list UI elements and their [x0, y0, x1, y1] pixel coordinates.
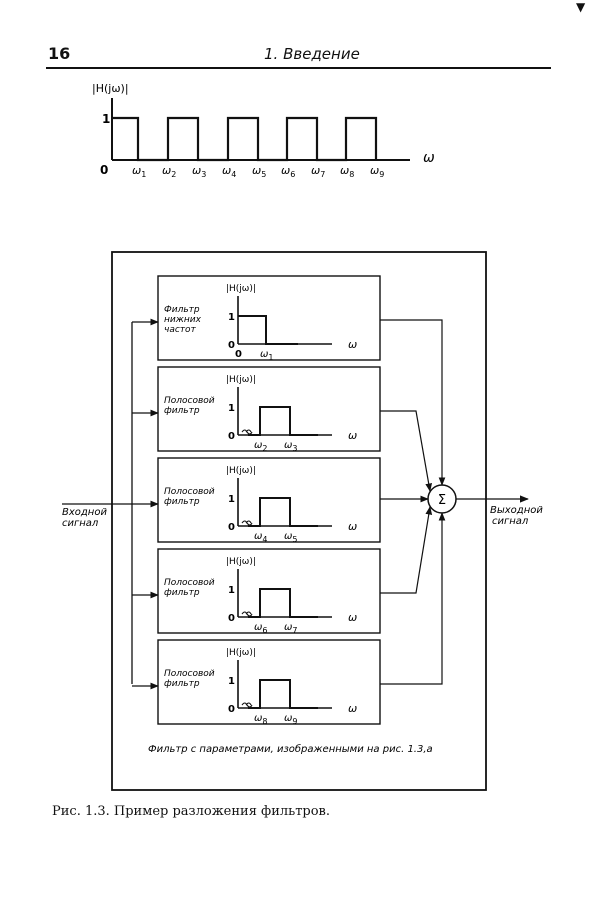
filter-xlabel: ω [348, 520, 357, 533]
running-head: 1. Введение [264, 45, 360, 63]
figure-a-tick-label: ω9 [370, 164, 384, 178]
figure-a-tick-label: ω4 [222, 164, 236, 178]
filter-y-zero: 0 [228, 704, 235, 715]
corner-mark: ▼ [576, 0, 586, 14]
filter-response [248, 588, 318, 618]
sum-symbol: Σ [438, 493, 446, 508]
filter-name: фильтр [164, 406, 200, 416]
figure-a-xlabel: ω [423, 150, 435, 166]
filter-band-low-label: ω6 [254, 622, 267, 635]
filter-band-high-label: ω7 [284, 622, 297, 635]
filter-ylabel: |H(jω)| [226, 466, 256, 476]
output-label-line1: Выходной [490, 505, 543, 516]
filter-xlabel: ω [348, 702, 357, 715]
page-number: 16 [48, 44, 71, 63]
filter-y-zero: 0 [228, 340, 235, 351]
outer-filter-frame [111, 251, 487, 791]
filter-y-one: 1 [228, 312, 235, 323]
filter-name: Полосовой [164, 578, 215, 588]
filter-response [248, 497, 318, 527]
figure-a-response-curve [112, 116, 378, 162]
filter-box [157, 639, 381, 725]
figure-a-tick-label: ω3 [192, 164, 206, 178]
filter-output-arrow [380, 410, 433, 492]
figure-b-footnote: Фильтр с параметрами, изображенными на р… [148, 743, 433, 755]
filter-ylabel: |H(jω)| [226, 648, 256, 658]
filter-y-one: 1 [228, 494, 235, 505]
figure-caption: Рис. 1.3. Пример разложения фильтров. [52, 804, 331, 819]
filter-band-high-label: ω3 [284, 440, 297, 453]
axis-break-mark [241, 702, 253, 708]
figure-a-tick-label: ω7 [311, 164, 325, 178]
filter-ylabel: |H(jω)| [226, 557, 256, 567]
filter-y-one: 1 [228, 403, 235, 414]
figure-a-y-one: 1 [102, 112, 110, 126]
filter-output-arrow [380, 319, 446, 486]
filter-response [248, 406, 318, 436]
filter-y-zero: 0 [228, 431, 235, 442]
figure-a-origin: 0 [100, 163, 108, 177]
axis-break-mark [241, 520, 253, 526]
figure-a-tick-label: ω8 [340, 164, 354, 178]
figure-b-filter-bank: Входной сигнал Σ Выходной сигнал Фильтрн… [62, 251, 543, 791]
filter-xlabel: ω [348, 611, 357, 624]
filter-xlabel: ω [348, 338, 357, 351]
filter-y-zero: 0 [228, 522, 235, 533]
header-rule [46, 67, 551, 69]
filter-box [157, 457, 381, 543]
filter-name: фильтр [164, 497, 200, 507]
input-label-line1: Входной [62, 507, 107, 518]
filter-box [157, 275, 381, 361]
filter-xlabel: ω [348, 429, 357, 442]
filter-name: фильтр [164, 679, 200, 689]
output-label-line2: сигнал [492, 516, 529, 527]
filter-name: Фильтр [164, 305, 200, 315]
filter-band-high-label: ω9 [284, 713, 297, 726]
filter-band-low-label: ω4 [254, 531, 267, 544]
filter-origin: 0 [235, 349, 242, 360]
filter-response [238, 315, 298, 345]
figure-a-multiband-response: |H(jω)| 1 0 ω ω1 ω2 ω3 ω4 ω5 ω6 ω7 ω8 ω9 [92, 82, 435, 178]
filter-band-high-label: ω5 [284, 531, 297, 544]
filter-name: Полосовой [164, 396, 215, 406]
filter-name: Полосовой [164, 669, 215, 679]
figure-a-tick-label: ω2 [162, 164, 176, 178]
filter-y-one: 1 [228, 585, 235, 596]
filter-name: фильтр [164, 588, 200, 598]
axis-break-mark [241, 611, 253, 617]
filter-box [157, 366, 381, 452]
filter-response [248, 679, 318, 709]
filter-output-arrow [380, 512, 446, 685]
filter-name: частот [164, 325, 197, 335]
axis-break-mark [241, 429, 253, 435]
figure-a-tick-label: ω6 [281, 164, 295, 178]
figure-a-tick-label: ω1 [132, 164, 146, 178]
figure-a-ylabel: |H(jω)| [92, 82, 129, 95]
figure-a-tick-labels: ω1 ω2 ω3 ω4 ω5 ω6 ω7 ω8 ω9 [132, 164, 384, 178]
filter-name: нижних [164, 315, 202, 325]
filter-name: Полосовой [164, 487, 215, 497]
filter-output-arrow [380, 506, 433, 594]
filter-y-one: 1 [228, 676, 235, 687]
filter-ylabel: |H(jω)| [226, 284, 256, 294]
filter-band-low-label: ω8 [254, 713, 267, 726]
filter-band-low-label: ω2 [254, 440, 267, 453]
filter-cutoff-label: ω1 [260, 349, 273, 362]
figure-a-tick-label: ω5 [252, 164, 266, 178]
filter-ylabel: |H(jω)| [226, 375, 256, 385]
filter-box [157, 548, 381, 634]
input-label-line2: сигнал [62, 518, 99, 529]
filter-y-zero: 0 [228, 613, 235, 624]
